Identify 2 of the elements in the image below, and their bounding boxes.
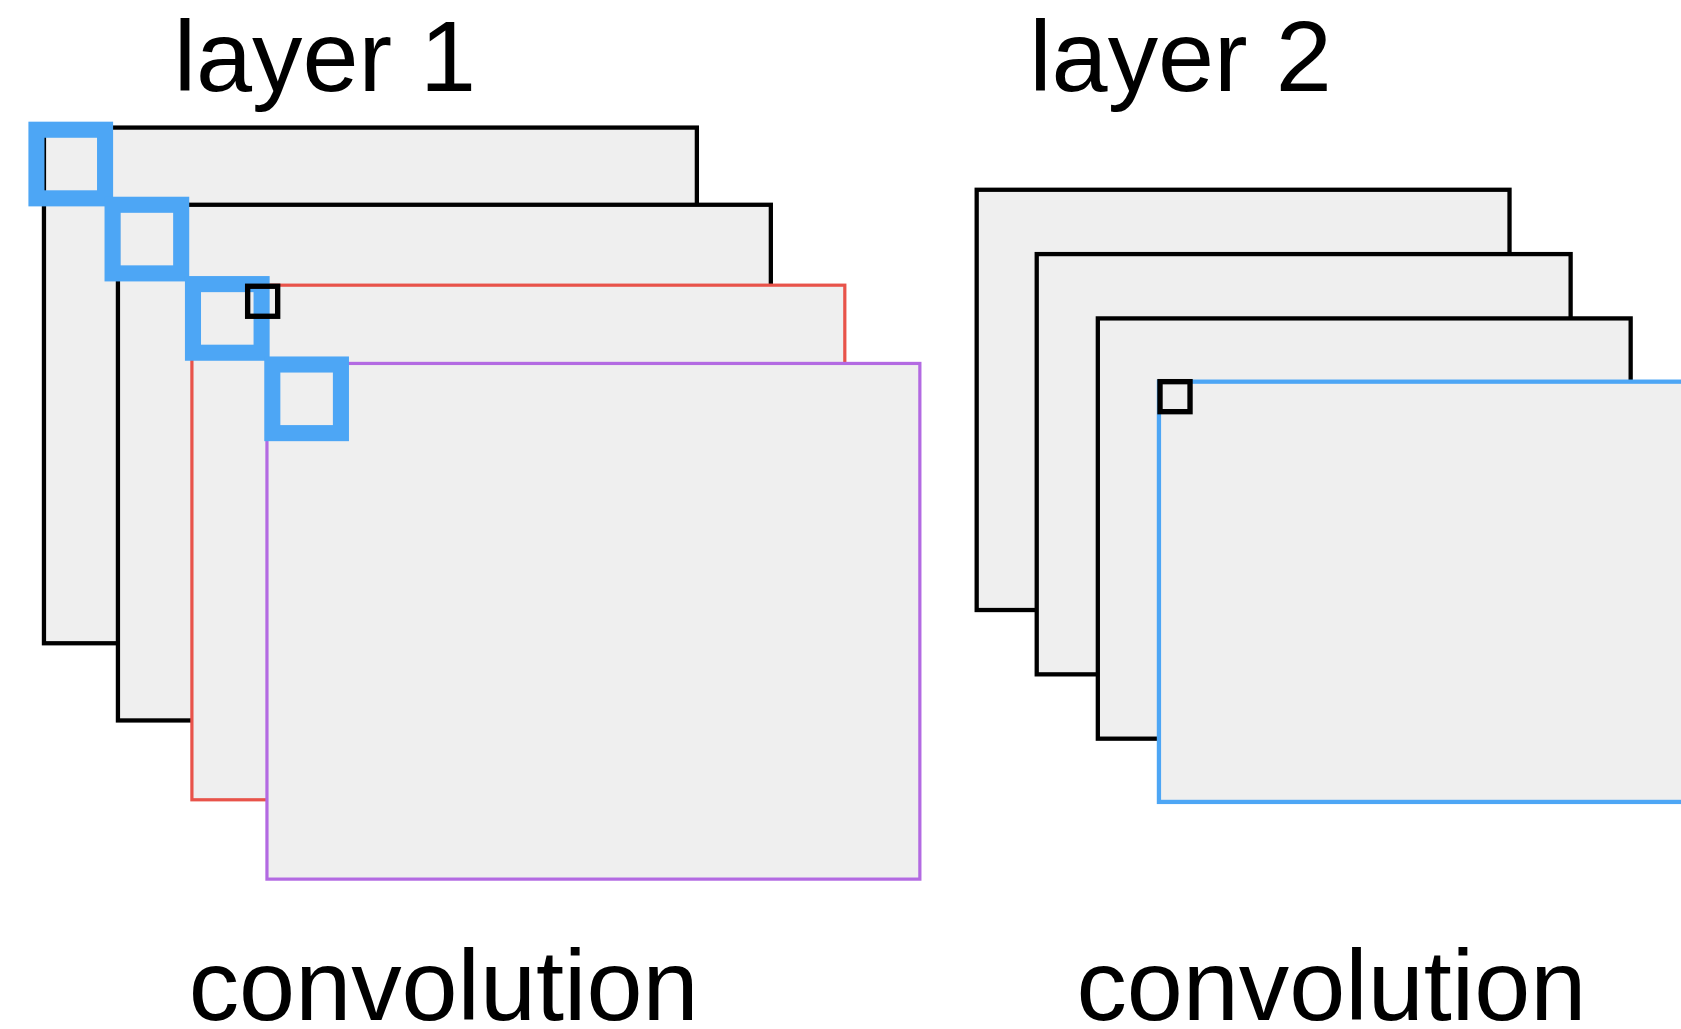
operation-label: convolution <box>1076 934 1587 1029</box>
operation-label: convolution <box>188 934 699 1029</box>
